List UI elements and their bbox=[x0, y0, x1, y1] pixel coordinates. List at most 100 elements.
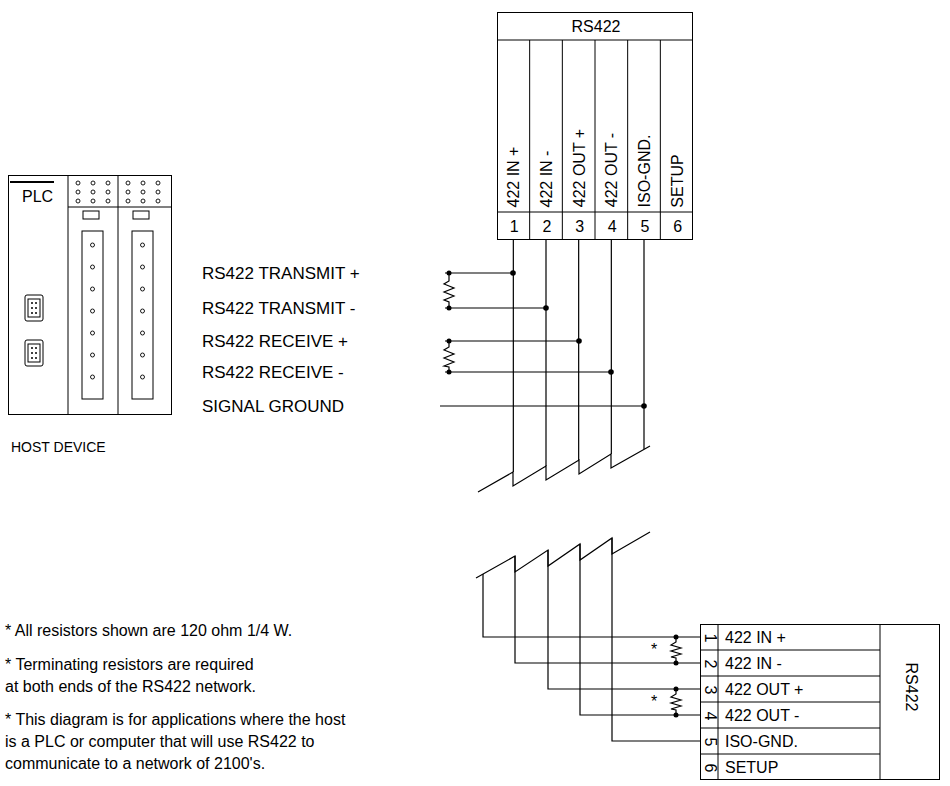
grid-line bbox=[529, 40, 530, 240]
junction-dot bbox=[447, 339, 452, 344]
module-top-line bbox=[118, 207, 172, 208]
wire bbox=[515, 240, 700, 663]
module-tab bbox=[83, 211, 99, 219]
led-dot bbox=[156, 190, 160, 194]
pin-name: 422 IN + bbox=[506, 146, 522, 207]
led-dot bbox=[156, 181, 160, 185]
terminal-slot bbox=[82, 231, 103, 399]
pin-name: SETUP bbox=[725, 760, 778, 776]
db9-shell bbox=[28, 344, 40, 362]
grid-line bbox=[700, 754, 880, 755]
led-dot bbox=[76, 181, 80, 185]
module-top-line bbox=[68, 207, 118, 208]
led-dot bbox=[76, 199, 80, 203]
pin-number: 2 bbox=[543, 219, 552, 235]
pin-name: 422 IN - bbox=[725, 656, 782, 672]
signal-wire bbox=[440, 405, 644, 406]
terminal-dot bbox=[141, 243, 145, 247]
pin-number: 1 bbox=[702, 634, 718, 643]
terminal-dot bbox=[91, 331, 95, 335]
junction-dot bbox=[447, 271, 452, 276]
terminal-dot bbox=[91, 265, 95, 269]
grid-line bbox=[595, 40, 596, 240]
resistor-symbol bbox=[671, 637, 681, 663]
break-line bbox=[478, 446, 650, 492]
pin-name: ISO-GND. bbox=[637, 134, 653, 207]
device-name: PLC bbox=[22, 189, 53, 205]
pin-name: 422 OUT - bbox=[725, 708, 799, 724]
grid-line bbox=[627, 40, 628, 240]
led-dot bbox=[76, 190, 80, 194]
grid-line bbox=[660, 40, 661, 240]
node-drawing bbox=[497, 12, 693, 240]
db9-pin bbox=[35, 307, 37, 309]
led-dot bbox=[141, 181, 145, 185]
db9-pin bbox=[35, 347, 37, 349]
note: * Terminating resistors are required at … bbox=[5, 654, 267, 698]
terminal-dot bbox=[141, 265, 145, 269]
db9-connector bbox=[25, 340, 43, 366]
terminal-dot bbox=[141, 353, 145, 357]
resistor-symbol bbox=[444, 341, 454, 372]
signal-wire bbox=[445, 272, 513, 273]
pin-number: 6 bbox=[673, 219, 682, 235]
signal-name: RS422 TRANSMIT - bbox=[202, 300, 355, 317]
terminal-dot bbox=[141, 331, 145, 335]
db9-connector bbox=[25, 295, 43, 321]
signal-wire bbox=[445, 371, 611, 372]
pin-number: 2 bbox=[702, 660, 718, 669]
signal-wire bbox=[445, 340, 579, 341]
led-dot bbox=[126, 181, 130, 185]
db9-pin bbox=[31, 347, 33, 349]
led-dot bbox=[106, 181, 110, 185]
pin-number: 3 bbox=[702, 686, 718, 695]
signal-name: RS422 RECEIVE + bbox=[202, 333, 348, 350]
grid-line bbox=[700, 676, 880, 677]
block-title: RS422 bbox=[903, 663, 919, 712]
grid-line bbox=[700, 728, 880, 729]
resistor-symbol bbox=[671, 689, 681, 715]
terminal-dot bbox=[91, 375, 95, 379]
note: * This diagram is for applications where… bbox=[5, 709, 355, 775]
module-divider bbox=[68, 175, 69, 415]
db9-shell bbox=[28, 299, 40, 317]
pin-name: 422 OUT + bbox=[725, 682, 803, 698]
terminal-dot bbox=[91, 287, 95, 291]
terminal-dot bbox=[141, 309, 145, 313]
terminal-dot bbox=[91, 353, 95, 357]
led-dot bbox=[106, 199, 110, 203]
plc-host-device: PLCHOST DEVICE bbox=[8, 175, 172, 415]
grid-line bbox=[700, 702, 880, 703]
pin-name: 422 OUT - bbox=[605, 133, 621, 207]
led-dot bbox=[126, 190, 130, 194]
grid-line bbox=[562, 40, 563, 240]
terminal-block: RS422422 IN +422 IN -422 OUT +422 OUT -I… bbox=[497, 12, 693, 240]
pin-number: 4 bbox=[608, 219, 617, 235]
db9-pin bbox=[35, 312, 37, 314]
note: * All resistors shown are 120 ohm 1/4 W. bbox=[5, 620, 385, 642]
db9-pin bbox=[31, 357, 33, 359]
pin-name: SETUP bbox=[670, 154, 686, 207]
terminal-dot bbox=[91, 309, 95, 313]
led-dot bbox=[156, 199, 160, 203]
wire bbox=[580, 240, 700, 715]
pin-number: 5 bbox=[641, 219, 650, 235]
pin-name: 422 OUT + bbox=[572, 129, 588, 207]
junction-dot bbox=[447, 370, 452, 375]
module-tab bbox=[133, 211, 149, 219]
device-caption: HOST DEVICE bbox=[11, 440, 106, 454]
pin-name: 422 IN + bbox=[725, 630, 786, 646]
db9-pin bbox=[35, 357, 37, 359]
pin-number: 4 bbox=[702, 712, 718, 721]
led-dot bbox=[141, 190, 145, 194]
db9-pin bbox=[31, 302, 33, 304]
led-dot bbox=[106, 190, 110, 194]
db9-pin bbox=[31, 312, 33, 314]
db9-pin bbox=[35, 352, 37, 354]
block-title: RS422 bbox=[572, 19, 621, 35]
terminal-block: RS422422 IN +422 IN -422 OUT +422 OUT -I… bbox=[700, 624, 940, 780]
terminal-dot bbox=[91, 243, 95, 247]
grid-line bbox=[700, 650, 880, 651]
module-divider bbox=[118, 175, 119, 415]
